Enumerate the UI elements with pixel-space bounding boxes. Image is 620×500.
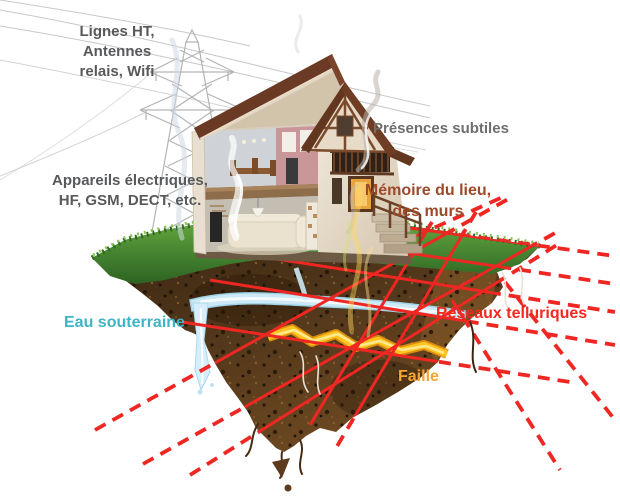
label-electrical-devices: Appareils électriques, HF, GSM, DECT, et… — [52, 172, 208, 209]
label-underground-water: Eau souterraine — [64, 314, 185, 331]
roots — [245, 267, 525, 492]
label-power-lines: Lignes HT, Antennes relais, Wifi — [79, 23, 155, 80]
label-memory-of-place: Mémoire du lieu, des murs — [364, 182, 492, 220]
label-telluric-networks: Réseaux telluriques — [436, 305, 588, 322]
house-illustration — [191, 54, 423, 264]
smoke-wisps — [169, 14, 381, 338]
label-fault: Faille — [398, 368, 439, 385]
label-subtle-presences: Présences subtiles — [373, 120, 509, 137]
